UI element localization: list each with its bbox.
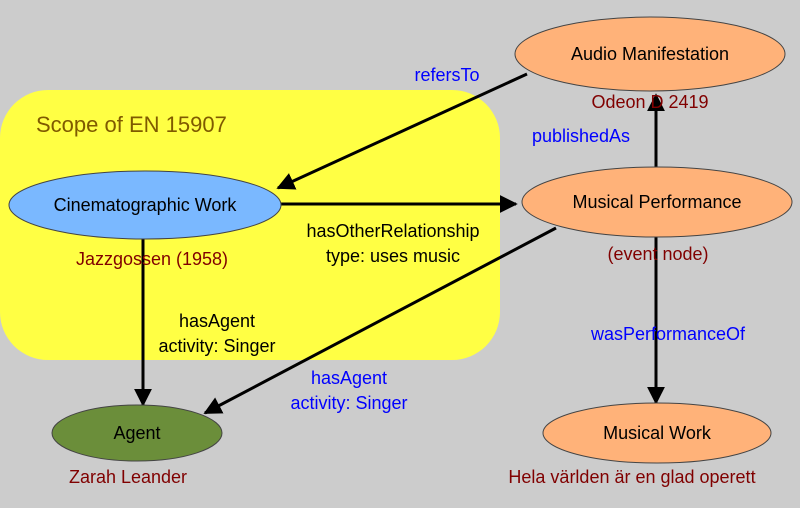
node-audio-manifestation-label: Audio Manifestation — [571, 44, 729, 64]
instance-event-node: (event node) — [607, 244, 708, 264]
edge-has-agent-2 — [203, 226, 557, 415]
instance-jazzgossen: Jazzgossen (1958) — [76, 249, 228, 269]
label-has-other-relationship-2: type: uses music — [326, 246, 460, 266]
label-has-other-relationship-1: hasOtherRelationship — [306, 221, 479, 241]
label-was-performance-of: wasPerformanceOf — [590, 324, 746, 344]
label-published-as: publishedAs — [532, 126, 630, 146]
node-audio-manifestation — [514, 16, 786, 92]
label-has-agent-1-line2: activity: Singer — [158, 336, 275, 356]
scope-label: Scope of EN 15907 — [36, 112, 227, 137]
label-has-agent-2-line1: hasAgent — [311, 368, 387, 388]
label-has-agent-2-line2: activity: Singer — [290, 393, 407, 413]
label-has-agent-1-line1: hasAgent — [179, 311, 255, 331]
node-musical-work — [542, 402, 772, 464]
instance-zarah-leander: Zarah Leander — [69, 467, 187, 487]
node-agent — [51, 404, 223, 462]
node-musical-work-label: Musical Work — [603, 423, 712, 443]
node-cinematographic-work-label: Cinematographic Work — [54, 195, 238, 215]
label-refers-to: refersTo — [414, 65, 479, 85]
node-musical-performance — [521, 166, 793, 238]
edge-refers-to — [276, 72, 528, 190]
instance-hela-varlden: Hela världen är en glad operett — [508, 467, 755, 487]
node-cinematographic-work — [8, 170, 282, 240]
instance-odeon: Odeon D 2419 — [591, 92, 708, 112]
node-agent-label: Agent — [113, 423, 160, 443]
node-musical-performance-label: Musical Performance — [572, 192, 741, 212]
